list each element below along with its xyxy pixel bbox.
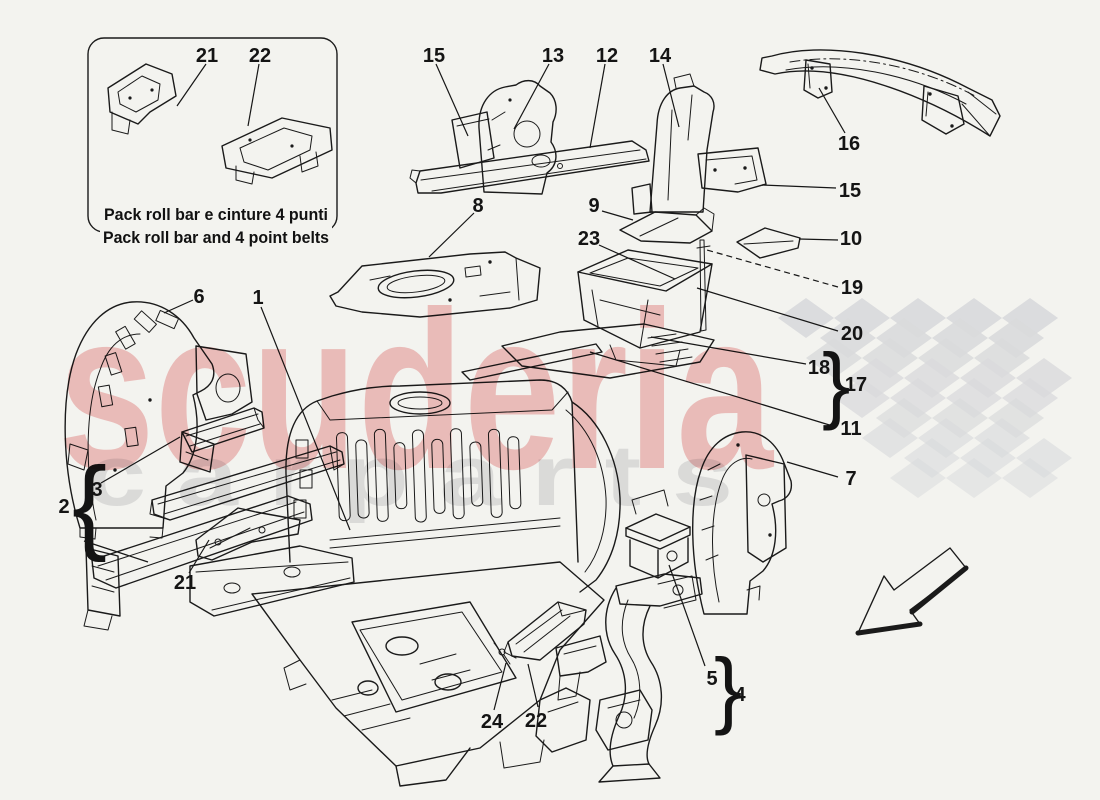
part-bracket-21-sketch — [107, 63, 177, 135]
watermark-brand: scuderia — [58, 264, 774, 516]
part-15-plate-sketch — [451, 111, 495, 169]
part-12-panel-sketch — [409, 140, 650, 194]
brace-group-4: } — [714, 642, 742, 737]
callout-21b: 21 — [174, 572, 196, 594]
callout-box-22: 22 — [249, 45, 271, 67]
callout-3: 3 — [91, 479, 102, 501]
callout-4: 4 — [734, 684, 746, 706]
leader-lines — [83, 63, 846, 711]
part-7-wheelarch-sketch — [691, 431, 793, 615]
part-5-box-sketch — [625, 489, 691, 579]
callout-labels: 21 22 15 13 12 14 16 15 8 9 23 10 19 20 … — [58, 45, 867, 737]
callout-6: 6 — [193, 286, 204, 308]
part-8-shelf-sketch — [329, 251, 541, 318]
callout-23: 23 — [578, 228, 600, 250]
inset-caption-english: Pack roll bar and 4 point belts — [103, 228, 329, 247]
part-bracket-22-sketch — [221, 117, 333, 185]
line-art: Pack roll bar e cinture 4 punti Pack rol… — [58, 37, 1001, 787]
callout-22b: 22 — [525, 710, 547, 732]
callout-19: 19 — [841, 277, 863, 299]
callout-24: 24 — [481, 711, 504, 733]
part-21b-bracket-sketch — [195, 507, 301, 561]
callout-15b: 15 — [839, 180, 861, 202]
callout-1: 1 — [252, 287, 263, 309]
callout-5: 5 — [706, 668, 717, 690]
callout-11: 11 — [840, 418, 861, 440]
part-24-clip-sketch — [493, 642, 511, 665]
part-9-bracket-sketch — [619, 207, 715, 244]
callout-13: 13 — [542, 45, 564, 67]
callout-12: 12 — [596, 45, 618, 67]
callout-20: 20 — [841, 323, 863, 345]
part-22b-channel-sketch — [503, 601, 587, 661]
inset-caption-italian: Pack roll bar e cinture 4 punti — [104, 205, 328, 224]
part-3-rail-sketch — [179, 407, 265, 473]
callout-box-21: 21 — [196, 45, 218, 67]
callout-17: 17 — [845, 374, 867, 396]
part-4-rail-assembly-sketch — [555, 573, 703, 783]
callout-15: 15 — [423, 45, 445, 67]
part-6-wheelarch-sketch — [64, 301, 253, 540]
part-14-pillar-sketch — [631, 73, 715, 215]
direction-arrow — [855, 547, 969, 636]
callout-16: 16 — [838, 133, 860, 155]
brace-group-17: } — [822, 337, 850, 432]
callout-14: 14 — [649, 45, 672, 67]
callout-10: 10 — [840, 228, 862, 250]
part-11-floor-panel-sketch — [461, 323, 715, 381]
part-16-rollbar-sketch — [759, 49, 1001, 137]
callout-2: 2 — [58, 496, 69, 518]
watermark-tagline: c a r p a r t s — [85, 428, 733, 524]
part-23-tub-sketch — [577, 239, 713, 367]
part-1-main-body-sketch — [189, 379, 621, 787]
brace-group-2: { — [72, 446, 107, 563]
callout-8: 8 — [472, 195, 483, 217]
callout-7: 7 — [845, 468, 856, 490]
part-15b-bracket-sketch — [697, 147, 767, 193]
part-10-wedge-sketch — [736, 227, 801, 259]
inset-box: Pack roll bar e cinture 4 punti Pack rol… — [87, 37, 338, 250]
callout-9: 9 — [588, 195, 599, 217]
checkered-flag-watermark — [778, 298, 1072, 498]
part-13-wheelhouse-sketch — [478, 79, 557, 195]
part-rail-mid-sketch — [149, 445, 345, 521]
callout-18: 18 — [808, 357, 830, 379]
